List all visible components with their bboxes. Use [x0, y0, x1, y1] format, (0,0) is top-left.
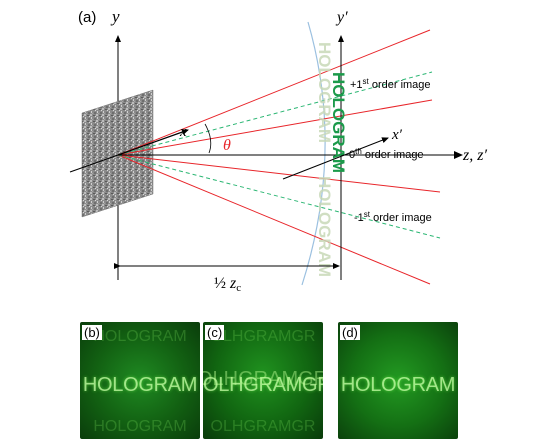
x-prime-label: x′ [391, 127, 403, 143]
panel-label-a: (a) [78, 9, 96, 26]
hologram-ghost-lower: HOLOGRAM [315, 176, 334, 277]
zero-order-label: 0th order image [349, 147, 424, 161]
photo-text-b: HOLOGRAM [82, 374, 198, 396]
photo-text-overlap-c: OLHGRAMGR [203, 368, 323, 390]
minus-first-order-label: -1st order image [354, 210, 432, 224]
photo-label-c: (c) [205, 325, 225, 340]
screen-curve [301, 21, 326, 286]
x-axis-label: x [179, 124, 187, 140]
photo-label-b: (b) [82, 325, 102, 340]
photo-label-d: (d) [340, 325, 360, 340]
photo-text-c: OLHGRAMGR [203, 374, 323, 396]
diagram: (a) y z, z′ x θ y′ x′ HOLOGRAM HOLOGRAM … [69, 7, 487, 294]
plus-first-order-label: +1st order image [350, 77, 431, 91]
y-axis-label: y [110, 7, 120, 26]
angle-arc [204, 123, 212, 154]
x-axis [117, 129, 189, 156]
photo-panel-c: (c) OLHGRAMGR OLHGRAMGR OLHGRAMGR OLHGRA… [203, 322, 323, 439]
optical-axis-back [69, 154, 119, 173]
y-prime-label: y′ [335, 9, 348, 26]
photo-panel-b: (b) HOLOGRAM HOLOGRAM HOLOGRAM [80, 322, 200, 439]
rays [117, 29, 441, 285]
photo-panel-d: (d) HOLOGRAM [338, 322, 458, 439]
angle-label: θ [223, 137, 231, 154]
z-axis-label: z, z′ [462, 147, 487, 164]
hologram-plate [81, 89, 154, 218]
photo-ghost-top-c: OLHGRAMGR [210, 328, 316, 345]
dashed-rays [117, 71, 441, 239]
photo-ghost-top-b: HOLOGRAM [93, 328, 187, 345]
photo-ghost-bottom-c: OLHGRAMGR [210, 418, 316, 435]
photo-text-d: HOLOGRAM [340, 374, 456, 396]
x-prime-axis [282, 137, 389, 180]
photo-ghost-bottom-b: HOLOGRAM [93, 418, 187, 435]
hologram-ghost-upper: HOLOGRAM [315, 42, 334, 143]
hologram-zero-order: HOLOGRAM [329, 72, 348, 173]
